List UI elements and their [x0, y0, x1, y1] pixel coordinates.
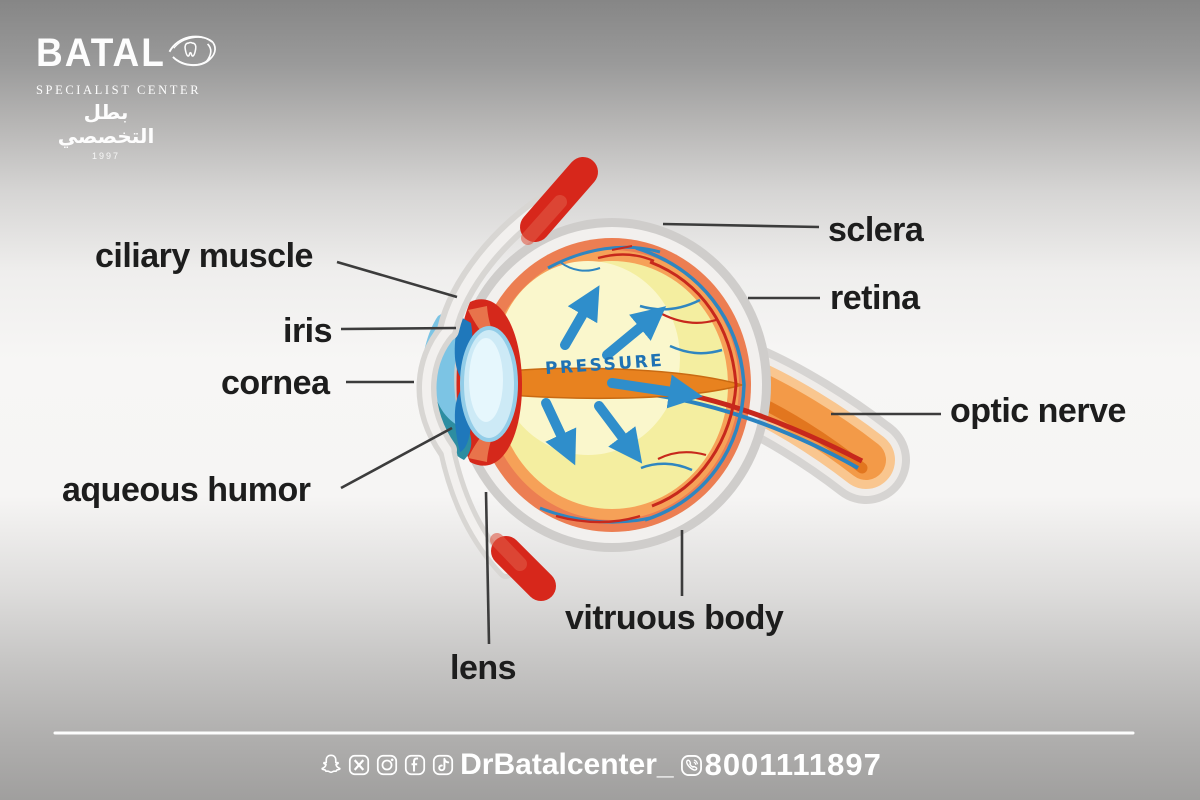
label-sclera: sclera: [828, 211, 924, 249]
facebook-icon: [402, 752, 428, 778]
label-lens: lens: [450, 649, 517, 687]
phone-number: 8001111897: [704, 747, 882, 782]
social-handle: DrBatalcenter_: [460, 748, 674, 781]
brand-logo: BATAL SPECIALIST CENTER بطل التخصصي 1997: [36, 26, 216, 161]
leader-lines: [336, 222, 941, 645]
label-retina: retina: [830, 279, 920, 317]
tiktok-icon: [430, 752, 456, 778]
x-twitter-icon: [346, 752, 372, 778]
social-icons: [318, 752, 456, 778]
label-optic-nerve: optic nerve: [950, 392, 1126, 430]
brand-subtitle: SPECIALIST CENTER: [36, 83, 202, 97]
footer-contact-bar: DrBatalcenter_ 8001111897: [0, 747, 1200, 783]
label-ciliary-muscle: ciliary muscle: [95, 237, 313, 275]
eye-with-tooth-icon: [166, 26, 218, 79]
brand-arabic-name: بطل التخصصي: [57, 100, 155, 148]
retinal-vessels: [539, 245, 746, 524]
label-iris: iris: [283, 312, 333, 350]
pressure-arrows: [541, 285, 703, 466]
label-cornea: cornea: [221, 364, 330, 402]
label-vitruous-body: vitruous body: [565, 599, 784, 637]
snapchat-icon: [318, 752, 344, 778]
brand-year: 1997: [91, 151, 121, 161]
viber-phone-icon: [678, 752, 705, 779]
label-aqueous-humor: aqueous humor: [62, 471, 311, 509]
extraocular-muscles: [490, 157, 598, 601]
instagram-icon: [374, 752, 400, 778]
brand-name: BATAL: [36, 30, 166, 75]
